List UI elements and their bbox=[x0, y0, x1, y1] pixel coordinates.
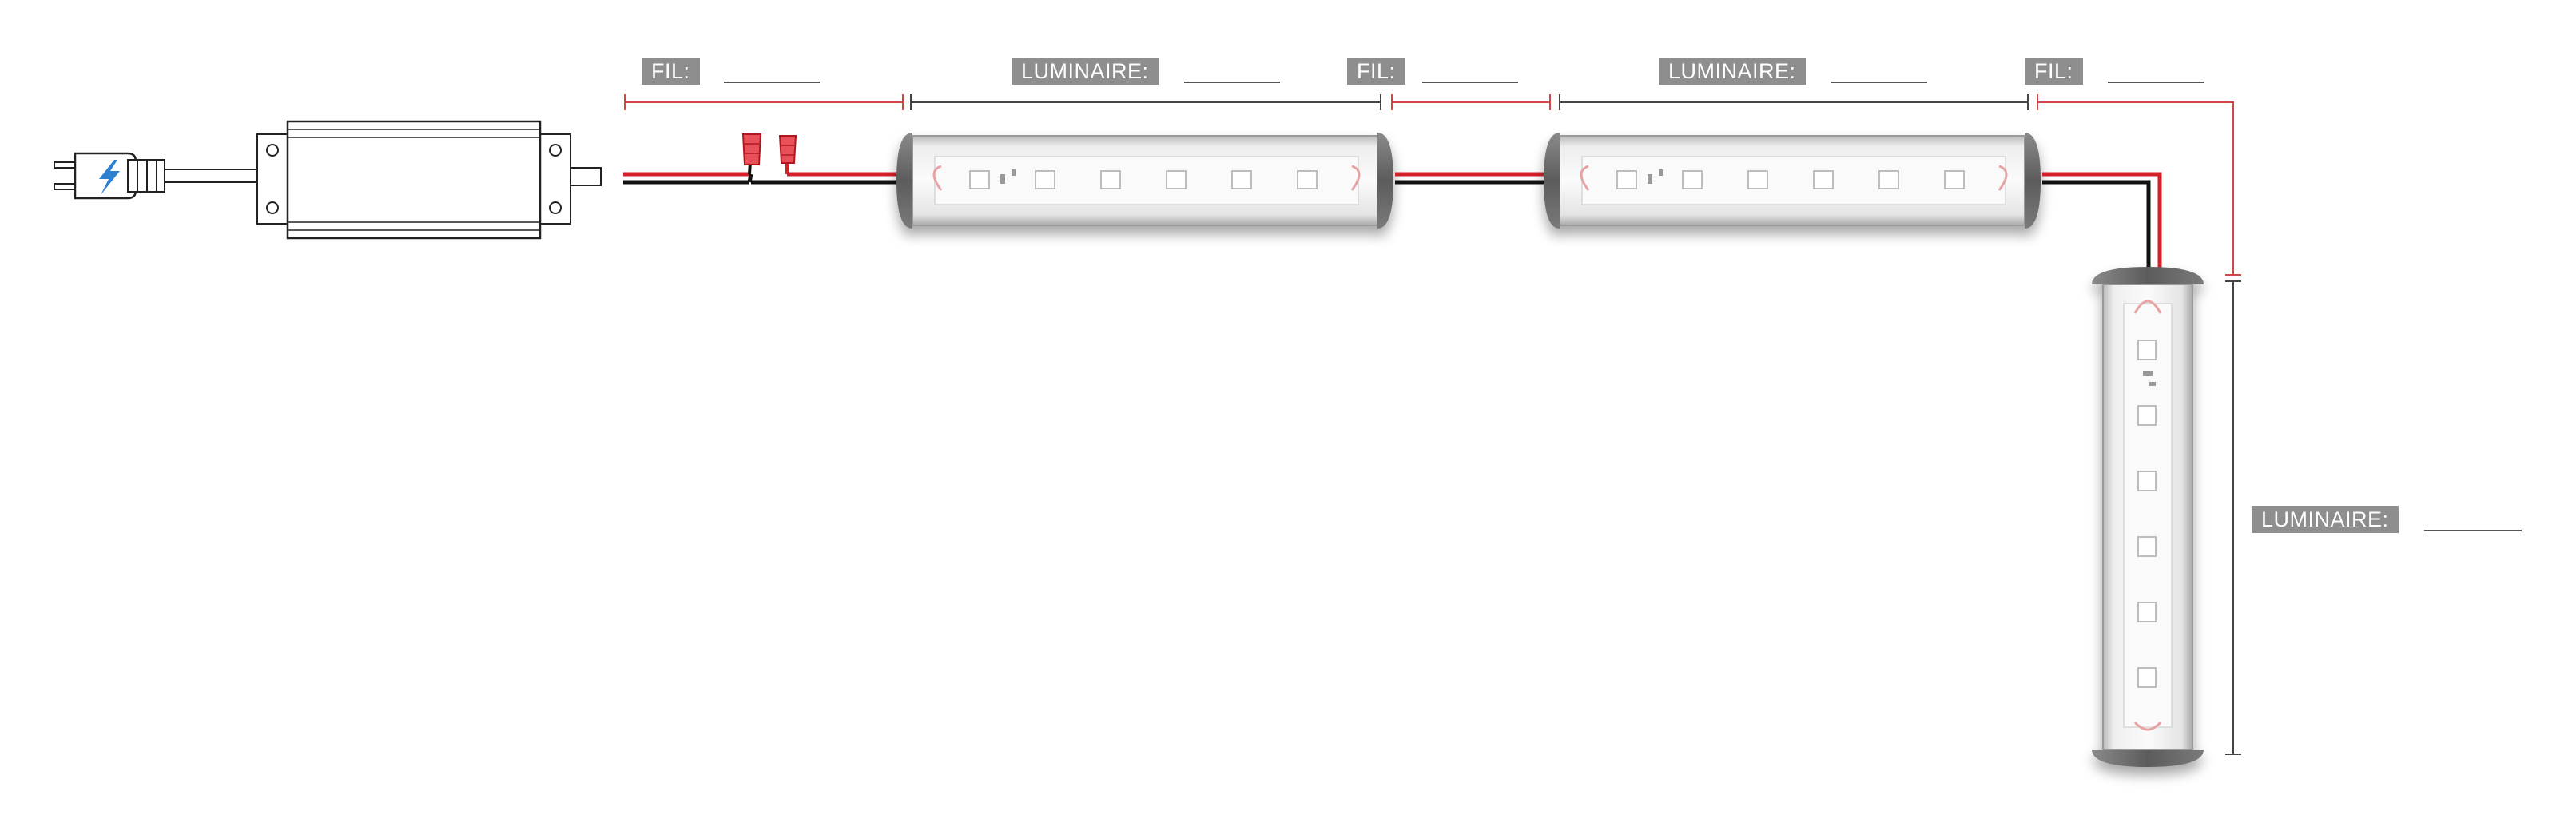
fil-blank-2[interactable] bbox=[1422, 82, 1518, 83]
jumper-wire-bend bbox=[2042, 172, 2162, 268]
led-chip-icon bbox=[1813, 170, 1834, 189]
dimension-fil-1 bbox=[624, 94, 904, 110]
led-chip-icon bbox=[969, 170, 990, 189]
fil-label-1: FIL: bbox=[642, 58, 700, 85]
output-wires bbox=[623, 149, 901, 185]
led-chip-icon bbox=[1035, 170, 1055, 189]
led-chip-icon bbox=[1231, 170, 1252, 189]
led-chip-icon bbox=[1747, 170, 1768, 189]
luminaire-3 bbox=[2092, 267, 2204, 767]
luminaire-blank-2[interactable] bbox=[1831, 82, 1927, 83]
fil-blank-3[interactable] bbox=[2108, 82, 2204, 83]
led-chip-icon bbox=[1944, 170, 1965, 189]
led-chip-icon bbox=[1616, 170, 1637, 189]
led-driver-icon bbox=[256, 120, 602, 240]
dimension-fil-2 bbox=[1391, 94, 1551, 110]
luminaire-label-3: LUMINAIRE: bbox=[2252, 506, 2399, 533]
led-chip-icon bbox=[2137, 405, 2157, 426]
luminaire-blank-3[interactable] bbox=[2424, 530, 2522, 531]
luminaire-label-1: LUMINAIRE: bbox=[1012, 58, 1159, 85]
led-chip-icon bbox=[1878, 170, 1899, 189]
fil-label-2: FIL: bbox=[1347, 58, 1405, 85]
power-plug-icon bbox=[54, 152, 277, 200]
led-chip-icon bbox=[1297, 170, 1318, 189]
fil-label-3: FIL: bbox=[2025, 58, 2083, 85]
dimension-luminaire-2 bbox=[1559, 94, 2029, 110]
jumper-wire bbox=[1395, 172, 1544, 185]
wire-nut-icon bbox=[741, 133, 762, 165]
led-chip-icon bbox=[1100, 170, 1121, 189]
led-chip-icon bbox=[2137, 471, 2157, 491]
luminaire-blank-1[interactable] bbox=[1184, 82, 1280, 83]
led-chip-icon bbox=[1166, 170, 1187, 189]
dimension-fil-3 bbox=[2037, 94, 2241, 276]
luminaire-1 bbox=[896, 133, 1393, 229]
fil-blank-1[interactable] bbox=[724, 82, 820, 83]
led-chip-icon bbox=[2137, 667, 2157, 688]
dimension-luminaire-1 bbox=[910, 94, 1381, 110]
led-chip-icon bbox=[1682, 170, 1703, 189]
wire-nut-icon bbox=[778, 135, 797, 164]
led-chip-icon bbox=[2137, 602, 2157, 622]
dimension-luminaire-3 bbox=[2225, 280, 2241, 755]
lightning-icon bbox=[99, 160, 120, 195]
led-chip-icon bbox=[2137, 340, 2157, 360]
led-chip-icon bbox=[2137, 536, 2157, 557]
luminaire-label-2: LUMINAIRE: bbox=[1659, 58, 1806, 85]
